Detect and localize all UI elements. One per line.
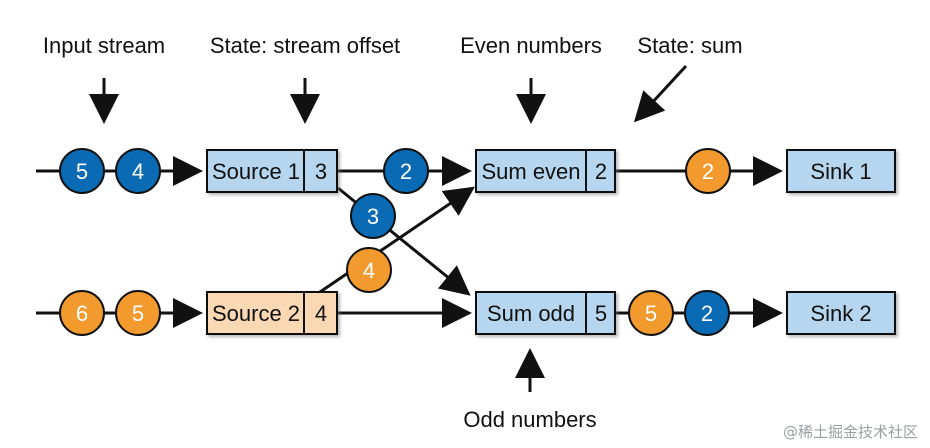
- source2-name: Source 2: [212, 301, 300, 326]
- pointer-state-sum: [633, 64, 688, 123]
- source1-name: Source 1: [212, 159, 300, 184]
- token-in2-b: 5: [115, 290, 161, 336]
- sum-even-box: [475, 149, 616, 193]
- label-odd-numbers: Odd numbers: [463, 407, 596, 432]
- token-in2-a-circle: [59, 290, 105, 336]
- token-s1-to-even-circle: [383, 148, 429, 194]
- token-in1-a-circle: [59, 148, 105, 194]
- source1-operator: Source 1 3: [206, 149, 338, 193]
- sink1-box: [786, 149, 896, 193]
- token-in1-b-value: 4: [132, 159, 144, 184]
- token-in1-a: 5: [59, 148, 105, 194]
- token-in2-a: 6: [59, 290, 105, 336]
- token-in2-b-circle: [115, 290, 161, 336]
- source2-state: 4: [315, 301, 327, 326]
- token-s2-to-even: 4: [346, 247, 392, 293]
- token-even-to-sink1-circle: [685, 148, 731, 194]
- sink1-name: Sink 1: [810, 159, 871, 184]
- token-s1-to-odd-circle: [350, 193, 396, 239]
- label-input-stream: Input stream: [43, 33, 165, 58]
- token-odd-to-sink2-a: 5: [628, 290, 674, 336]
- source1-box: [206, 149, 338, 193]
- token-in2-a-value: 6: [76, 301, 88, 326]
- sum-even-name: Sum even: [481, 159, 580, 184]
- watermark: @稀土掘金技术社区: [782, 423, 918, 441]
- sum-odd-name: Sum odd: [487, 301, 575, 326]
- token-in1-b-circle: [115, 148, 161, 194]
- label-pointers: [89, 64, 688, 392]
- token-odd-to-sink2-b: 2: [684, 290, 730, 336]
- sink2-operator: Sink 2: [786, 291, 896, 335]
- token-odd-to-sink2-a-value: 5: [645, 301, 657, 326]
- sink2-name: Sink 2: [810, 301, 871, 326]
- sum-odd-operator: Sum odd 5: [475, 291, 616, 335]
- label-even-numbers: Even numbers: [460, 33, 602, 58]
- token-odd-to-sink2-b-value: 2: [701, 301, 713, 326]
- sum-even-state: 2: [595, 159, 607, 184]
- source1-state: 3: [315, 159, 327, 184]
- token-in1-a-value: 5: [76, 159, 88, 184]
- label-state-sum: State: sum: [637, 33, 742, 58]
- token-s2-to-even-value: 4: [363, 258, 375, 283]
- source2-box: [206, 291, 338, 335]
- source2-operator: Source 2 4: [206, 291, 338, 335]
- token-odd-to-sink2-a-circle: [628, 290, 674, 336]
- token-s1-to-even-value: 2: [400, 159, 412, 184]
- sink1-operator: Sink 1: [786, 149, 896, 193]
- token-in2-b-value: 5: [132, 301, 144, 326]
- token-s1-to-even: 2: [383, 148, 429, 194]
- token-s1-to-odd-value: 3: [367, 204, 379, 229]
- token-s1-to-odd: 3: [350, 193, 396, 239]
- token-s2-to-even-circle: [346, 247, 392, 293]
- sum-odd-box: [475, 291, 616, 335]
- sum-even-operator: Sum even 2: [475, 149, 616, 193]
- sum-odd-state: 5: [595, 301, 607, 326]
- token-even-to-sink1: 2: [685, 148, 731, 194]
- token-odd-to-sink2-b-circle: [684, 290, 730, 336]
- edge-source2-sumeven: [319, 186, 475, 294]
- token-even-to-sink1-value: 2: [702, 159, 714, 184]
- token-in1-b: 4: [115, 148, 161, 194]
- sink2-box: [786, 291, 896, 335]
- label-state-stream-offset: State: stream offset: [210, 33, 400, 58]
